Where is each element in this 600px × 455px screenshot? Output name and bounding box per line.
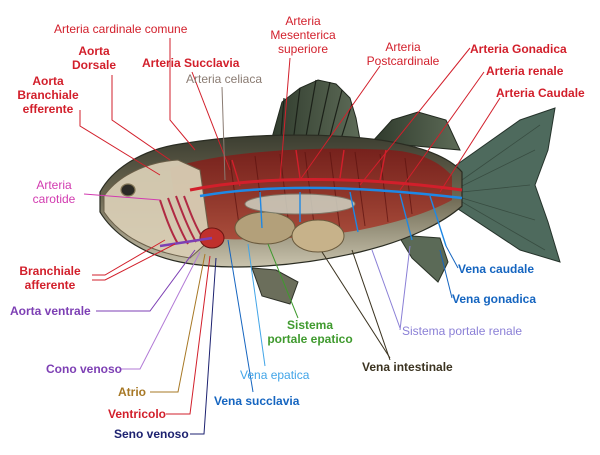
label-arteria-gonadica: Arteria Gonadica bbox=[470, 42, 567, 56]
label-sistema-portale-renale: Sistema portale renale bbox=[402, 324, 523, 338]
vessel-branches-blue bbox=[259, 191, 447, 247]
label-arteria-cardinale-comune: Arteria cardinale comune bbox=[54, 22, 188, 36]
leader-lines bbox=[79, 38, 501, 435]
label-vena-intestinale: Vena intestinale bbox=[362, 360, 453, 374]
label-ventricolo: Ventricolo bbox=[108, 407, 167, 421]
dorsal-aorta-vessel bbox=[189, 178, 463, 192]
label-seno-venoso: Seno venoso bbox=[114, 427, 189, 441]
label-vena-epatica: Vena epatica bbox=[240, 368, 310, 382]
label-arteria-carotide: Arteria carotide bbox=[32, 178, 76, 206]
label-arteria-succlavia: Arteria Succlavia bbox=[142, 56, 240, 70]
vessel-branches-red bbox=[231, 149, 387, 187]
pelvic-fin bbox=[251, 267, 299, 305]
second-dorsal-fin bbox=[370, 111, 461, 151]
label-arteria-mesenterica-superiore: Arteria Mesenterica superiore bbox=[270, 14, 336, 56]
label-sistema-portale-epatico: Sistema portale epatico bbox=[267, 318, 353, 346]
label-arteria-celiaca: Arteria celiaca bbox=[186, 72, 263, 86]
label-aorta-branchiale-efferente: Aorta Branchiale efferente bbox=[17, 74, 79, 116]
label-vena-gonadica: Vena gonadica bbox=[452, 292, 537, 306]
caudal-fin-rays bbox=[461, 124, 546, 251]
anal-fin bbox=[397, 234, 449, 283]
label-aorta-ventrale: Aorta ventrale bbox=[10, 304, 91, 318]
label-arteria-caudale: Arteria Caudale bbox=[496, 86, 585, 100]
liver bbox=[234, 211, 296, 245]
label-vena-caudale: Vena caudale bbox=[458, 262, 535, 276]
caudal-vein-vessel bbox=[199, 186, 463, 200]
ventral-aorta-vessel bbox=[159, 236, 213, 248]
intestine bbox=[291, 219, 345, 253]
label-branchiale-afferente: Branchiale afferente bbox=[19, 264, 81, 292]
label-aorta-dorsale: Aorta Dorsale bbox=[71, 44, 117, 72]
label-atrio: Atrio bbox=[118, 385, 146, 399]
label-cono-venoso: Cono venoso bbox=[46, 362, 123, 376]
label-arteria-renale: Arteria renale bbox=[486, 64, 564, 78]
dorsal-fin bbox=[267, 79, 361, 153]
eye bbox=[120, 183, 136, 197]
label-arteria-postcardinale: Arteria Postcardinale bbox=[366, 40, 440, 68]
label-vena-succlavia: Vena succlavia bbox=[214, 394, 300, 408]
caudal-fin bbox=[451, 107, 561, 263]
